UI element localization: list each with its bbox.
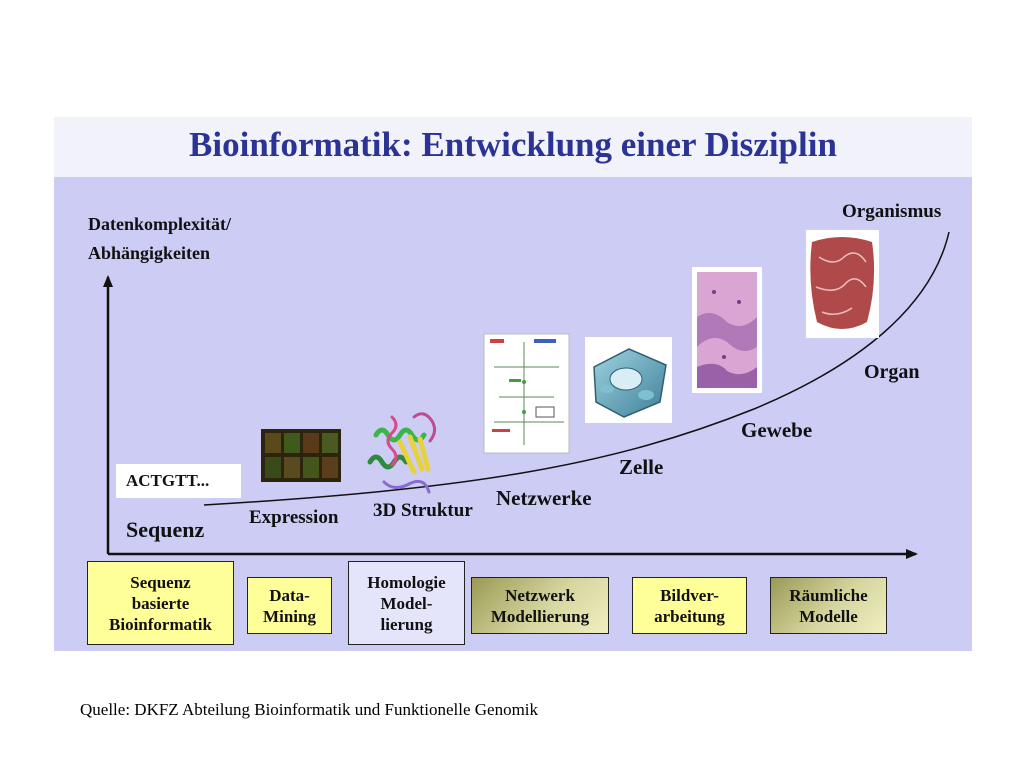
box-line: Mining: [263, 606, 316, 626]
organ-image: [806, 230, 879, 338]
box-line: arbeitung: [654, 606, 725, 626]
cell-image: [585, 337, 672, 423]
label-expression: Expression: [249, 507, 339, 528]
title-band: Bioinformatik: Entwicklung einer Diszipl…: [54, 117, 972, 177]
box-line: Netzwerk: [505, 585, 575, 605]
box-line: lierung: [380, 614, 433, 634]
box-line: Model-: [380, 593, 433, 613]
box-line: Räumliche: [789, 585, 868, 605]
source-caption: Quelle: DKFZ Abteilung Bioinformatik und…: [80, 700, 539, 719]
label-3d-struktur: 3D Struktur: [373, 500, 473, 521]
label-sequenz: Sequenz: [126, 517, 205, 542]
box-bildverarbeitung: Bildver- arbeitung: [632, 577, 747, 634]
label-organ: Organ: [864, 361, 920, 383]
slide: Bioinformatik: Entwicklung einer Diszipl…: [54, 117, 972, 651]
label-zelle: Zelle: [619, 455, 664, 479]
growth-curve: [203, 231, 950, 506]
label-organismus: Organismus: [842, 201, 942, 222]
y-axis-label-line2: Abhängigkeiten: [88, 243, 211, 263]
label-netzwerke: Netzwerke: [496, 486, 592, 510]
box-netzwerk-modellierung: Netzwerk Modellierung: [471, 577, 609, 634]
box-data-mining: Data- Mining: [247, 577, 332, 634]
box-raeumliche-modelle: Räumliche Modelle: [770, 577, 887, 634]
box-line: Bildver-: [660, 585, 719, 605]
slide-title: Bioinformatik: Entwicklung einer Diszipl…: [189, 125, 837, 164]
diagram-graphics: [103, 230, 950, 559]
box-line: Homologie: [367, 572, 446, 592]
box-line: Bioinformatik: [109, 614, 212, 634]
box-line: Sequenz: [130, 572, 191, 592]
y-axis-label-line1: Datenkomplexität/: [88, 214, 231, 234]
box-homologie-modellierung: Homologie Model- lierung: [348, 561, 465, 645]
label-gewebe: Gewebe: [741, 418, 813, 442]
microarray-image: [261, 429, 341, 482]
box-line: Modellierung: [490, 606, 590, 626]
box-line: Modelle: [799, 606, 858, 626]
box-line: Data-: [269, 585, 310, 605]
box-line: basierte: [131, 593, 190, 613]
box-sequenz-basierte-bioinformatik: Sequenz basierte Bioinformatik: [87, 561, 234, 645]
protein-structure-image: [367, 412, 437, 494]
network-diagram-image: [483, 333, 570, 454]
sequence-box: ACTGTT...: [116, 464, 241, 498]
tissue-image: [692, 267, 762, 393]
